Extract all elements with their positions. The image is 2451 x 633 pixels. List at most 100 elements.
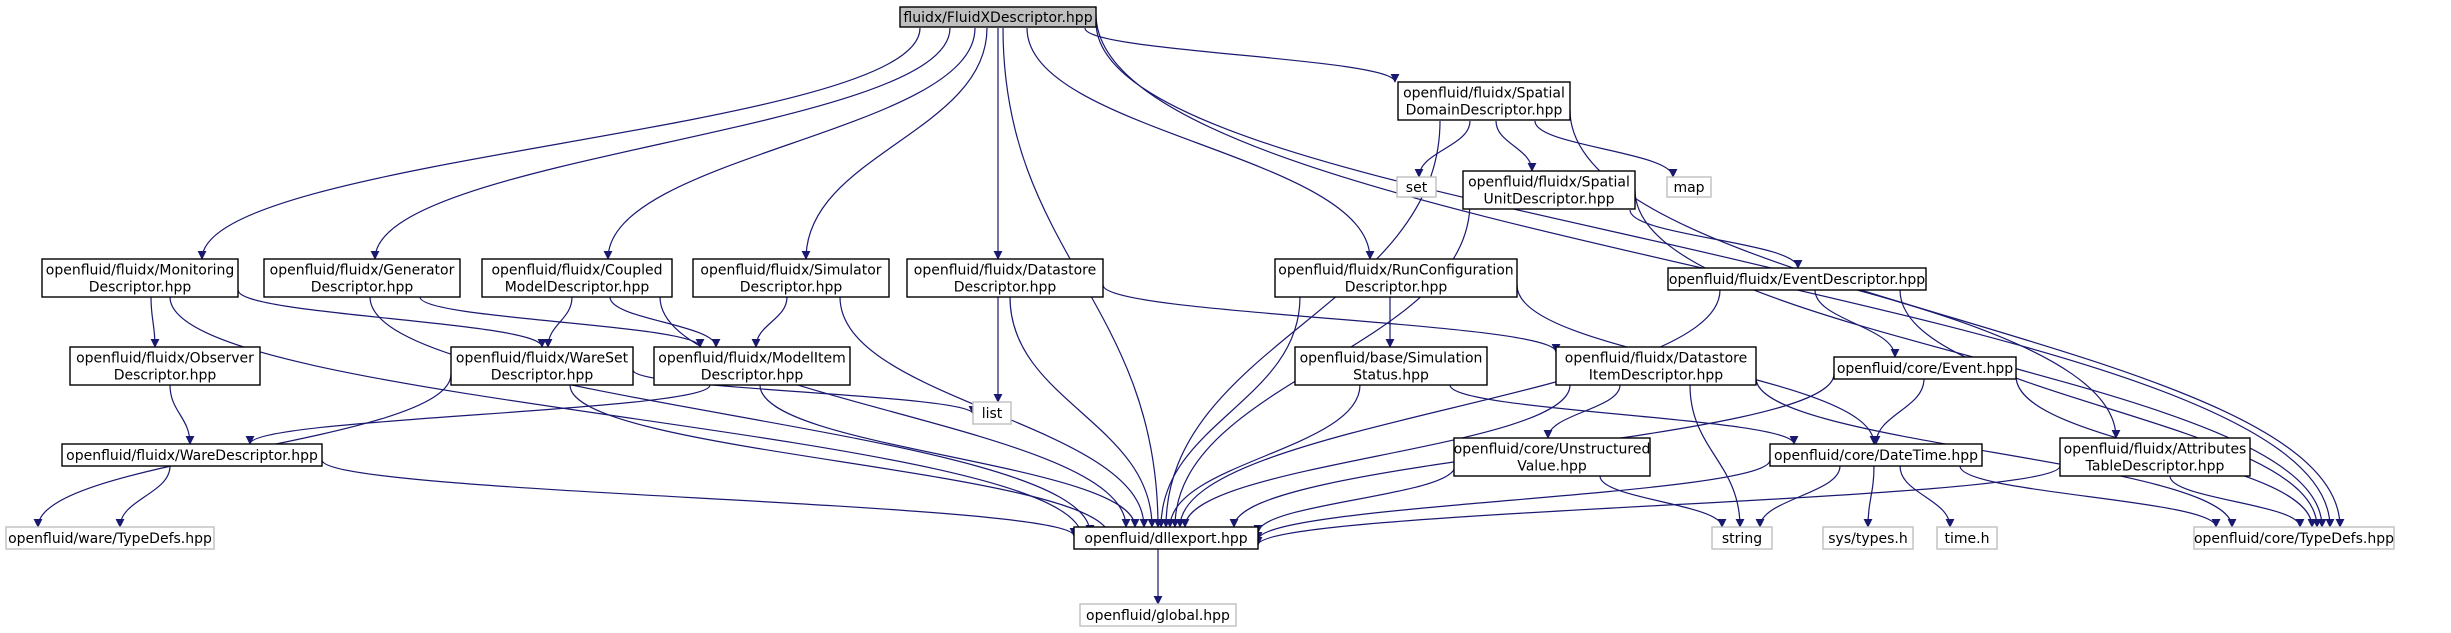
node-coupled-label-0: openfluid/fluidx/Coupled (491, 263, 662, 279)
node-dsitem-label-0: openfluid/fluidx/Datastore (1565, 351, 1747, 367)
node-unstructured-label-1: Value.hpp (1517, 459, 1587, 475)
node-map-box (1666, 176, 1712, 198)
edge-root-to-simulator (801, 27, 988, 260)
node-runconfig[interactable]: openfluid/fluidx/RunConfigurationDescrip… (1274, 258, 1518, 298)
edge-eventdesc-to-event (1814, 289, 1900, 358)
node-observer-label-0: openfluid/fluidx/Observer (76, 351, 254, 367)
node-eventdesc-box (1667, 267, 1927, 291)
node-monitoring[interactable]: openfluid/fluidx/MonitoringDescriptor.hp… (41, 258, 239, 298)
node-spatialunit-label-1: UnitDescriptor.hpp (1483, 192, 1614, 208)
node-dsitem[interactable]: openfluid/fluidx/DatastoreItemDescriptor… (1555, 346, 1757, 386)
edge-dsitem-to-unstructured (1543, 384, 1621, 439)
node-spatialunit[interactable]: openfluid/fluidx/SpatialUnitDescriptor.h… (1462, 170, 1636, 210)
node-spatialdomain[interactable]: openfluid/fluidx/SpatialDomainDescriptor… (1397, 81, 1571, 121)
edge-dsitem-to-string (1689, 384, 1745, 528)
edge-dsitem-to-coretypedefs (1755, 377, 2237, 528)
node-wareset-label-1: Descriptor.hpp (491, 368, 594, 384)
edge-spatialdomain-to-set (1414, 120, 1471, 178)
edge-attributes-to-dllexport (1253, 465, 2061, 546)
node-waredesc[interactable]: openfluid/fluidx/WareDescriptor.hpp (61, 443, 323, 467)
node-attributes[interactable]: openfluid/fluidx/AttributesTableDescript… (2059, 437, 2251, 477)
edge-dsitem-to-dllexport (1180, 384, 1571, 528)
dependency-edges (33, 13, 2345, 605)
edge-spatialunit-to-eventdesc (1629, 209, 1803, 269)
node-event[interactable]: openfluid/core/Event.hpp (1833, 356, 2017, 380)
edge-wareset-to-list (632, 369, 978, 415)
edge-unstructured-to-string (1599, 475, 1727, 528)
edge-wareset-to-dllexport (569, 384, 1115, 539)
node-waretypedefs: openfluid/ware/TypeDefs.hpp (5, 526, 215, 550)
node-datastore-box (906, 258, 1104, 298)
edge-waredesc-to-dllexport (321, 459, 1079, 537)
node-spatialdomain-label-1: DomainDescriptor.hpp (1406, 103, 1563, 119)
node-list-box (972, 401, 1012, 425)
edge-monitoring-to-wareset (237, 289, 547, 348)
node-wareset-box (450, 346, 634, 386)
node-modelitem-label-1: Descriptor.hpp (701, 368, 804, 384)
edge-coupled-to-dllexport (659, 296, 1131, 528)
edge-spatialdomain-to-spatialunit (1495, 120, 1537, 172)
node-root[interactable]: fluidx/FluidXDescriptor.hpp (899, 6, 1097, 28)
node-simulator-label-0: openfluid/fluidx/Simulator (700, 263, 881, 279)
node-datetime[interactable]: openfluid/core/DateTime.hpp (1769, 443, 1983, 467)
node-dsitem-box (1555, 346, 1757, 386)
node-modelitem-label-0: openfluid/fluidx/ModelItem (658, 351, 846, 367)
node-dllexport[interactable]: openfluid/dllexport.hpp (1073, 526, 1259, 550)
node-dsitem-label-1: ItemDescriptor.hpp (1589, 368, 1724, 384)
node-set-box (1396, 176, 1437, 198)
node-eventdesc[interactable]: openfluid/fluidx/EventDescriptor.hpp (1667, 267, 1927, 291)
node-timeh: time.h (1936, 526, 1998, 550)
node-timeh-label-0: time.h (1945, 531, 1990, 547)
node-map-label-0: map (1673, 180, 1704, 196)
node-monitoring-label-1: Descriptor.hpp (89, 280, 192, 296)
edge-monitoring-to-observer (150, 296, 160, 348)
node-systypes-label-0: sys/types.h (1828, 531, 1907, 547)
edge-modelitem-to-dllexport (759, 384, 1140, 528)
edge-unstructured-to-dllexport (1253, 465, 1456, 534)
edge-root-to-coupled (603, 27, 976, 260)
node-generator-label-0: openfluid/fluidx/Generator (270, 263, 455, 279)
node-datastore-label-0: openfluid/fluidx/Datastore (914, 263, 1096, 279)
node-modelitem-box (653, 346, 851, 386)
node-runconfig-box (1274, 258, 1518, 298)
node-global-label-0: openfluid/global.hpp (1086, 608, 1230, 624)
edge-datetime-to-timeh (1899, 465, 1955, 528)
node-simulator-box (692, 258, 890, 298)
node-global: openfluid/global.hpp (1079, 603, 1237, 627)
node-coupled[interactable]: openfluid/fluidx/CoupledModelDescriptor.… (481, 258, 673, 298)
edge-root-to-monitoring (197, 27, 921, 260)
edge-eventdesc-to-coretypedefs (1899, 289, 2322, 528)
node-simstatus-box (1294, 346, 1488, 386)
node-monitoring-box (41, 258, 239, 298)
node-attributes-label-1: TableDescriptor.hpp (2085, 459, 2225, 475)
node-set-label-0: set (1406, 180, 1428, 196)
node-unstructured-box (1453, 437, 1651, 477)
edge-datetime-to-dllexport (1253, 459, 1771, 541)
node-runconfig-label-0: openfluid/fluidx/RunConfiguration (1278, 263, 1513, 279)
node-attributes-box (2059, 437, 2251, 477)
node-observer-label-1: Descriptor.hpp (114, 368, 217, 384)
node-datetime-label-0: openfluid/core/DateTime.hpp (1774, 448, 1978, 464)
node-event-label-0: openfluid/core/Event.hpp (1837, 361, 2013, 377)
node-generator-label-1: Descriptor.hpp (311, 280, 414, 296)
edge-datastore-to-dllexport (1009, 296, 1157, 528)
edge-coupled-to-wareset (543, 296, 573, 348)
node-string-box (1711, 526, 1773, 550)
edge-eventdesc-to-dllexport (1175, 289, 1721, 528)
node-generator-box (263, 258, 461, 298)
node-global-box (1079, 603, 1237, 627)
node-attributes-label-0: openfluid/fluidx/Attributes (2064, 442, 2247, 458)
edge-coupled-to-modelitem (609, 296, 721, 348)
node-observer-box (69, 346, 261, 386)
node-dllexport-box (1073, 526, 1259, 550)
edge-event-to-datetime (1871, 378, 1925, 445)
